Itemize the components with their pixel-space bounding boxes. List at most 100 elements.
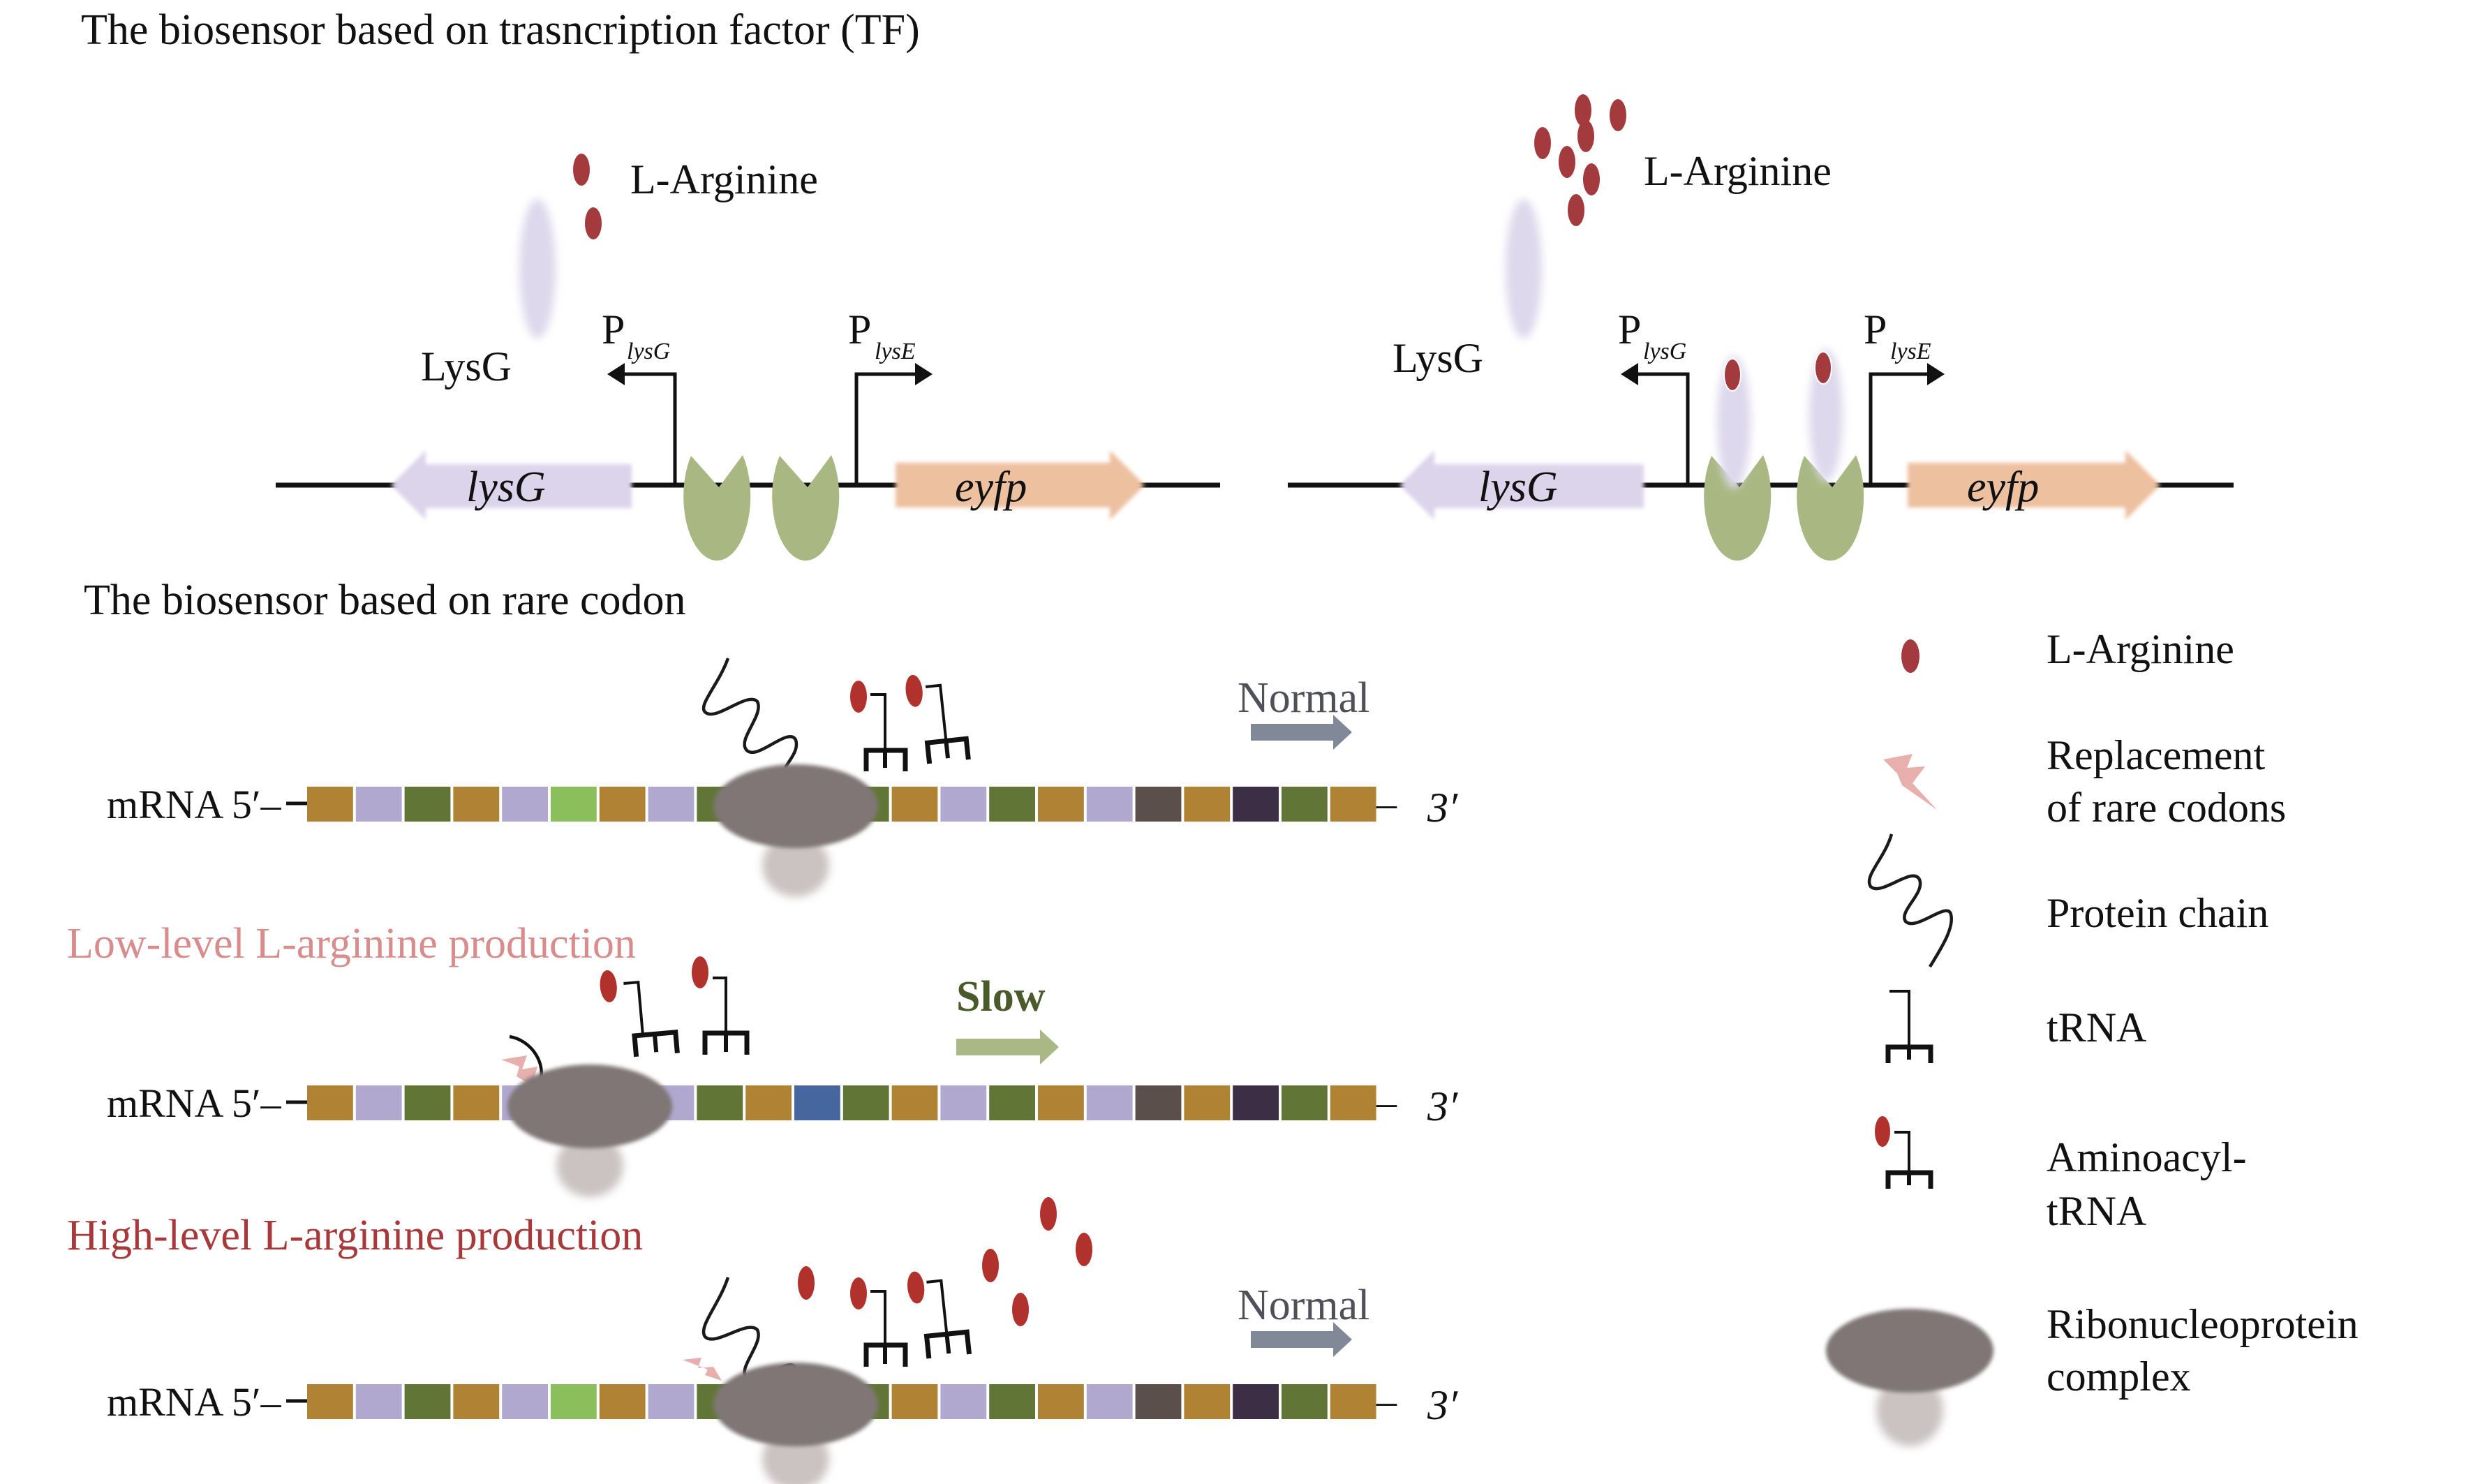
protein-chain-icon (1867, 833, 1954, 968)
codon-brown (745, 1085, 792, 1120)
ribosome-icon (1826, 1309, 1993, 1446)
aminoacyl-trna-icon (600, 970, 680, 1058)
speed-label-normal: Normal (1238, 674, 1369, 722)
arginine-icon (1575, 94, 1591, 126)
eyfp-gene-arrow (896, 450, 1145, 520)
bound-lysg-icon (1717, 356, 1751, 489)
gene-label-eyfp: eyfp (1967, 463, 2039, 511)
promoter-lysg-arrow (1621, 363, 1690, 485)
lysg-gene-arrow (391, 450, 632, 520)
codon-dkgreen (1282, 787, 1328, 822)
speed-arrow-icon (1251, 715, 1352, 750)
legend-label: tRNA (2047, 1004, 2146, 1051)
codon-dkgreen (404, 1384, 451, 1419)
codon-dkgreen (842, 1085, 889, 1120)
row-slow-translation (501, 956, 750, 1197)
codon-brown (1038, 787, 1084, 822)
aminoacyl-trna-icon (692, 956, 750, 1055)
codon-brown (307, 1384, 353, 1419)
promoter-lysg-subscript: lysG (627, 339, 670, 364)
legend-label: of rare codons (2047, 785, 2286, 831)
codon-brown (891, 1384, 938, 1419)
legend-label: Ribonucleoprotein (2047, 1301, 2359, 1347)
codon-charcoal (1135, 787, 1182, 822)
aminoacyl-trna-icon (850, 681, 908, 771)
codon-brown (453, 1085, 500, 1120)
codon-brown (1038, 1384, 1084, 1419)
codon-dkgreen (1282, 1085, 1328, 1120)
promoter-lyse-subscript: lysE (875, 339, 916, 364)
promoter-lyse-arrow (1869, 363, 1945, 485)
arginine-icon (982, 1249, 999, 1282)
codon-charcoal (1135, 1384, 1182, 1419)
lightning-icon (1883, 754, 1937, 810)
codon-lavender (940, 1384, 987, 1419)
codon-lavender (355, 1384, 402, 1419)
legend-item-protein-chain: Protein chain (1867, 833, 2268, 968)
legend-label: Protein chain (2047, 890, 2268, 936)
legend: L-Arginine Replacement of rare codons Pr… (1826, 626, 2359, 1446)
free-arginine-cluster (798, 1197, 1092, 1326)
arginine-icon (573, 154, 590, 186)
arginine-icon (1559, 146, 1575, 178)
codon-blue (794, 1085, 840, 1120)
codon-brown (1330, 1384, 1376, 1419)
speed-arrow-icon (956, 1030, 1059, 1064)
codon-dkgreen (1282, 1384, 1328, 1419)
gene-label-lysg: lysG (466, 463, 546, 511)
arginine-cluster (1534, 94, 1626, 226)
codon-ltgreen (551, 1384, 597, 1419)
codon-lavender (648, 1384, 695, 1419)
codon-plum (1233, 1085, 1279, 1120)
arginine-icon (1534, 127, 1551, 159)
codon-dkgreen (989, 1384, 1035, 1419)
gene-label-lysg: lysG (1478, 463, 1558, 511)
arginine-icon (1901, 639, 1919, 673)
codon-dkgreen (404, 1085, 451, 1120)
promoter-lyse-arrow (854, 363, 933, 485)
legend-item-aminoacyl-trna: Aminoacyl- tRNA (1875, 1116, 2247, 1234)
codon-lavender (355, 1085, 402, 1120)
gene-label-eyfp: eyfp (955, 463, 1027, 511)
codon-charcoal (1135, 1085, 1182, 1120)
legend-label: L-Arginine (2047, 626, 2234, 672)
mrna-3prime-label: 3′ (1427, 785, 1458, 831)
lysg-protein-icon (519, 199, 556, 339)
promoter-lysg-arrow (607, 363, 677, 485)
promoter-lyse-label: P (1864, 306, 1887, 353)
speed-label-normal: Normal (1238, 1282, 1369, 1329)
codon-brown (891, 787, 938, 822)
codon-brown (453, 1384, 500, 1419)
ribosome-icon (713, 1363, 878, 1484)
codon-dkgreen (404, 787, 451, 822)
codon-plum (1233, 1384, 1279, 1419)
codon-lavender (1086, 1085, 1133, 1120)
codon-plum (1233, 787, 1279, 822)
legend-label: tRNA (2047, 1188, 2146, 1234)
protein-label: LysG (421, 343, 512, 389)
codon-brown (1184, 1085, 1231, 1120)
protein-label: LysG (1393, 335, 1483, 381)
codon-brown (1330, 787, 1376, 822)
mrna-3prime-label: 3′ (1427, 1083, 1458, 1129)
lightning-icon (683, 1358, 722, 1381)
ribosome-icon (713, 764, 878, 897)
codon-lavender (355, 787, 402, 822)
lysg-protein-icon (1506, 199, 1542, 339)
codon-brown (1330, 1085, 1376, 1120)
codon-brown (1038, 1085, 1084, 1120)
arginine-icon (1040, 1197, 1057, 1231)
trna-icon (1885, 990, 1933, 1063)
bound-lysg-icon (1809, 349, 1843, 482)
ligand-label: L-Arginine (1644, 148, 1832, 194)
aminoacyl-trna-icon (907, 1271, 972, 1359)
ligand-label: L-Arginine (630, 156, 818, 202)
legend-item-replacement: Replacement of rare codons (1883, 732, 2286, 831)
speed-label-slow: Slow (956, 973, 1046, 1021)
codon-brown (1184, 1384, 1231, 1419)
codon-brown (453, 787, 500, 822)
speed-arrow-icon (1251, 1322, 1352, 1357)
codon-brown (307, 787, 353, 822)
arginine-icon (1583, 163, 1600, 195)
operator-site-icon (772, 455, 840, 561)
